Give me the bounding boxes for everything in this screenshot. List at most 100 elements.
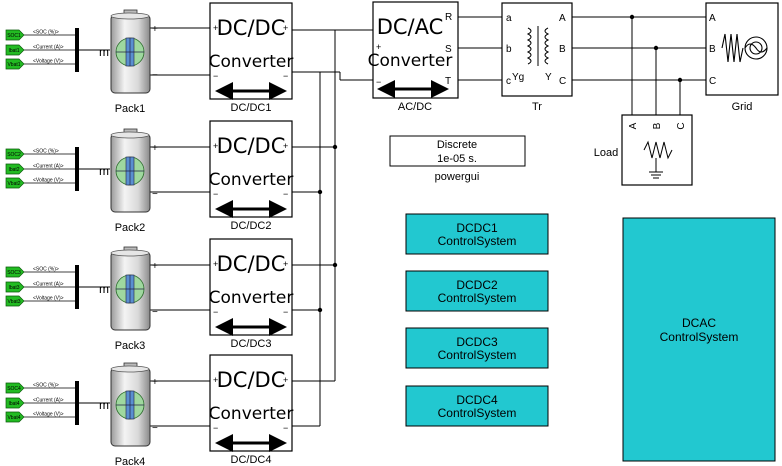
dcdc-out-minus: − (283, 423, 288, 433)
pack-minus-port: − (152, 307, 158, 318)
pack-measurement-port: m (99, 45, 109, 59)
battery-pack-4[interactable]: +−m (99, 362, 158, 447)
tr-port-c-in: c (506, 76, 511, 87)
transformer-block[interactable]: a b c A B C Yg Y (501, 2, 573, 97)
goto-tag[interactable]: SOC4 (5, 382, 25, 394)
goto-tag-label: Vbat3 (7, 299, 20, 305)
dcdc-title: DC/DC (217, 134, 286, 158)
bus-selector-4[interactable]: <SOC (%)><Current (A)><Voltage (V)> (24, 381, 110, 425)
pack-measurement-port: m (99, 398, 109, 412)
transformer-name: Tr (532, 101, 542, 113)
dcac-block-name: AC/DC (398, 101, 432, 113)
control-line2: ControlSystem (438, 348, 517, 362)
control-systems: DCDC1ControlSystemDCDC2ControlSystemDCDC… (405, 213, 549, 427)
dcac-control-line2: ControlSystem (660, 330, 739, 344)
dcac-converter-block[interactable]: DC/AC Converter + − R S T (368, 1, 459, 99)
bus-signal-label: <Voltage (V)> (33, 59, 64, 65)
bus-signal-label: <SOC (%)> (33, 267, 59, 273)
dcdc-subtitle: Converter (209, 288, 294, 308)
powergui-name: powergui (435, 171, 480, 183)
dcac-subtitle: Converter (368, 51, 453, 71)
grid-name: Grid (732, 101, 753, 113)
goto-tag-label: SOC4 (7, 386, 21, 392)
bus-signal-label: <Current (A)> (33, 282, 64, 288)
grid-port-c: C (709, 76, 716, 87)
goto-tag[interactable]: Vbat4 (5, 411, 25, 423)
powergui-sample-time: 1e-05 s. (437, 153, 477, 165)
bus-selector-1[interactable]: <SOC (%)> <Current (A)> <Voltage (V)> (24, 28, 110, 72)
powergui-block[interactable]: Discrete 1e-05 s. (389, 135, 526, 167)
goto-tag[interactable]: SOC1 (5, 29, 25, 41)
goto-tag-label: Ibat1 (8, 48, 19, 54)
bus-signal-label: <Voltage (V)> (33, 178, 64, 184)
dcdc-in-plus: + (213, 259, 218, 269)
battery-pack-2[interactable]: +−m (99, 128, 158, 213)
goto-tag[interactable]: Vbat3 (5, 295, 25, 307)
pack-name: Pack4 (115, 456, 146, 466)
dcdc-out-minus: − (283, 71, 288, 81)
battery-pack-1[interactable]: +−m (99, 9, 158, 94)
load-block[interactable]: A B C (621, 114, 693, 186)
load-port-b: B (652, 122, 663, 129)
dcac-title: DC/AC (377, 15, 444, 39)
grid-port-a: A (709, 13, 716, 24)
pack-plus-port: + (152, 143, 158, 154)
goto-tag[interactable]: Vbat1 (5, 58, 25, 70)
dcac-port-s: S (445, 44, 452, 55)
dcdc-name: DC/DC3 (231, 338, 272, 350)
grid-block[interactable]: A B C (705, 2, 779, 96)
dcdc-converters: DC/DCConverter+−+−DC/DC1DC/DCConverter+−… (209, 2, 294, 466)
wiring (150, 16, 706, 427)
dcdc-name: DC/DC4 (231, 454, 272, 466)
dcdc-name: DC/DC2 (231, 220, 272, 232)
goto-tag-label: Vbat2 (7, 181, 20, 187)
tr-port-a-in: a (506, 13, 512, 24)
goto-tag[interactable]: SOC3 (5, 266, 25, 278)
control-line1: DCDC2 (456, 278, 498, 292)
resistor-icon (643, 140, 673, 179)
control-line1: DCDC4 (456, 393, 498, 407)
dcac-control-system[interactable]: DCAC ControlSystem (622, 217, 776, 462)
bus-signal-label: <SOC (%)> (33, 30, 59, 36)
goto-tag-label: Ibat3 (8, 285, 19, 291)
bus-signal-label: <Voltage (V)> (33, 412, 64, 418)
dcdc-out-plus: + (283, 141, 288, 151)
dcdc-in-minus: − (213, 189, 218, 199)
goto-tag[interactable]: Ibat1 (5, 44, 25, 56)
pack-minus-port: − (152, 70, 158, 81)
bus-signal-label: <Current (A)> (33, 398, 64, 404)
junction-dots (317, 14, 683, 313)
dcac-control-line1: DCAC (682, 316, 716, 330)
ac-source-icon (721, 33, 768, 63)
pack-name: Pack1 (115, 103, 146, 115)
goto-tag[interactable]: Ibat2 (5, 163, 25, 175)
dcdc-title: DC/DC (217, 252, 286, 276)
grid-port-b: B (709, 44, 716, 55)
goto-tag-label: SOC1 (7, 33, 21, 39)
goto-tag[interactable]: Ibat3 (5, 281, 25, 293)
dcdc-in-plus: + (213, 141, 218, 151)
goto-tag[interactable]: Ibat4 (5, 397, 25, 409)
bus-signal-label: <SOC (%)> (33, 149, 59, 155)
dcdc-out-minus: − (283, 307, 288, 317)
bus-selector-2[interactable]: <SOC (%)><Current (A)><Voltage (V)> (24, 147, 110, 191)
goto-tag-label: SOC2 (7, 152, 21, 158)
dcdc-out-plus: + (283, 259, 288, 269)
bus-signal-label: <Current (A)> (33, 45, 64, 51)
bus-selector-3[interactable]: <SOC (%)><Current (A)><Voltage (V)> (24, 265, 110, 309)
goto-tag[interactable]: Vbat2 (5, 177, 25, 189)
dcac-plus-port: + (376, 42, 381, 52)
battery-logo-icon (115, 156, 145, 186)
goto-tag[interactable]: SOC2 (5, 148, 25, 160)
battery-pack-3[interactable]: +−m (99, 246, 158, 331)
dcdc-in-minus: − (213, 423, 218, 433)
